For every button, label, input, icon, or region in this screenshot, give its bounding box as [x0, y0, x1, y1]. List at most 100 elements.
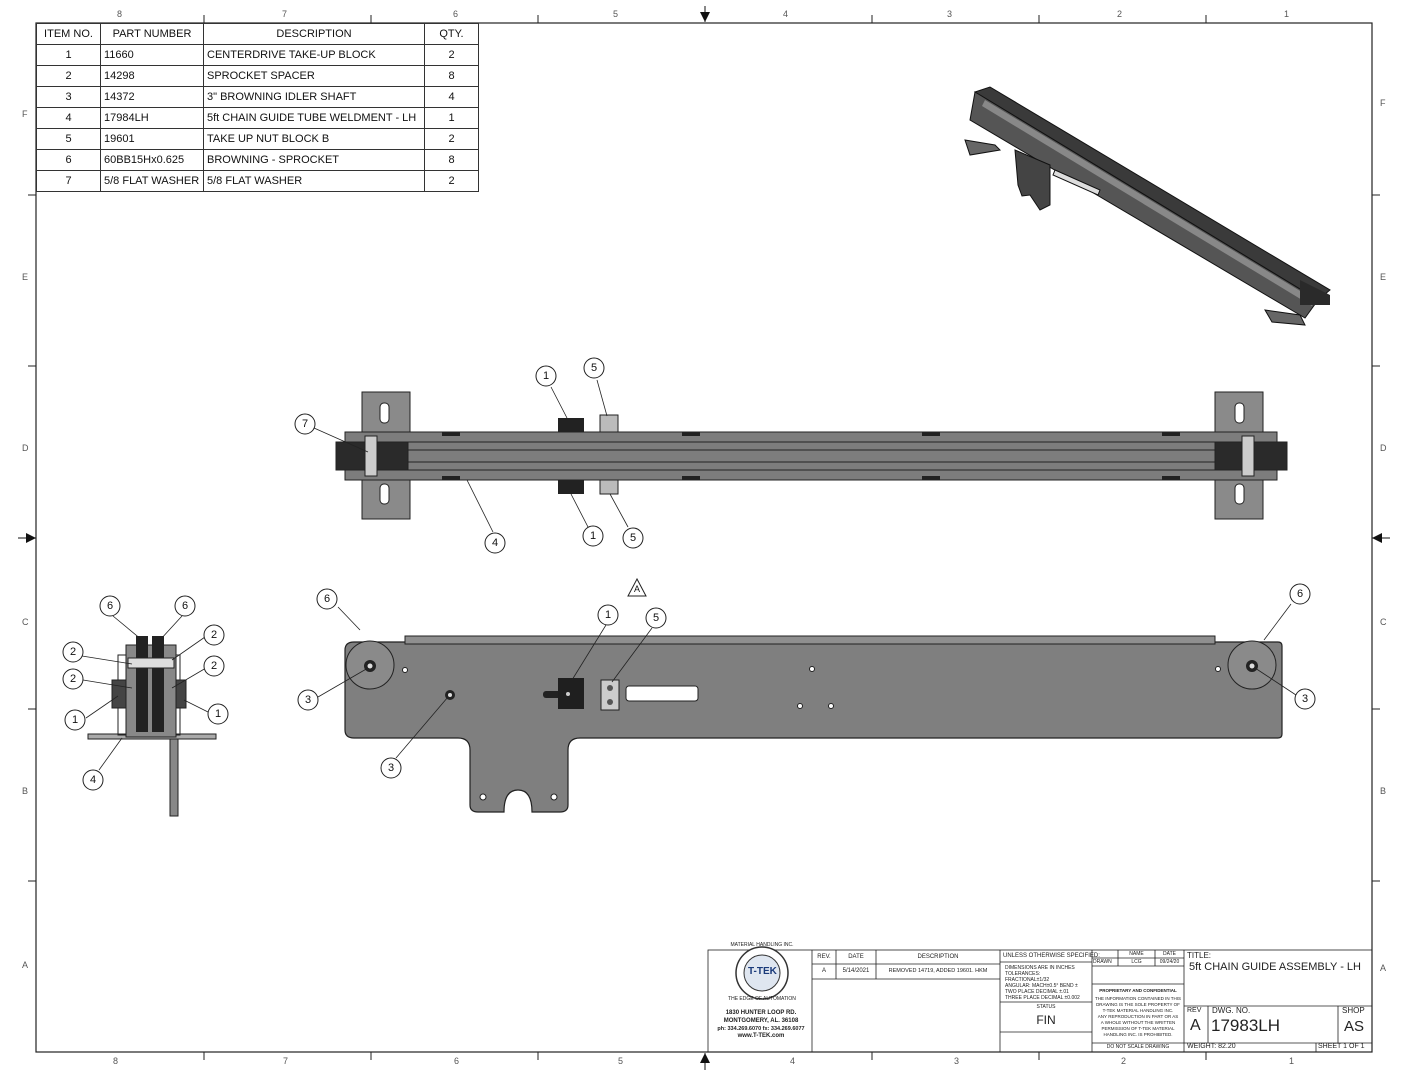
logo-ring-bottom: THE EDGE OF AUTOMATION: [728, 996, 796, 1002]
zone-top-1: 1: [1284, 9, 1290, 19]
zone-ticks: [28, 15, 1380, 1060]
bom-qty: 8: [424, 149, 479, 171]
bom-qty: 2: [424, 44, 479, 66]
proprietary-line-3: T-TEK MATERIAL HANDLING INC.: [1102, 1008, 1174, 1013]
zone-right-d: D: [1380, 443, 1387, 453]
zone-right-c: C: [1380, 617, 1387, 627]
rev-row-rev: A: [821, 968, 826, 974]
weight: WEIGHT: 82.20: [1187, 1043, 1236, 1050]
bom-part: 11660: [100, 44, 204, 66]
balloon-5: 5: [652, 612, 660, 624]
balloon-6: 6: [181, 600, 189, 612]
balloon-1: 1: [214, 708, 222, 720]
zone-top-3: 3: [947, 9, 953, 19]
rev-value: A: [1190, 1017, 1201, 1034]
shop-value: AS: [1344, 1018, 1365, 1035]
zone-top-4: 4: [783, 9, 789, 19]
balloon-4: 4: [491, 537, 499, 549]
bom-header-desc: DESCRIPTION: [203, 23, 425, 45]
zone-right-a: A: [1380, 963, 1387, 973]
desc-col-header: DESCRIPTION: [917, 954, 959, 960]
drawing-number: 17983LH: [1211, 1016, 1281, 1035]
zone-bottom-5: 5: [618, 1056, 624, 1066]
zone-left-a: A: [22, 960, 29, 970]
zone-bottom-4: 4: [790, 1056, 796, 1066]
balloon-5: 5: [629, 532, 637, 544]
website: www.T-TEK.com: [737, 1033, 785, 1039]
rev-marker: A: [633, 584, 640, 594]
balloon-1: 1: [589, 530, 597, 542]
zone-bottom-3: 3: [954, 1056, 960, 1066]
bom-desc: BROWNING - SPROCKET: [203, 149, 425, 171]
bom-qty: 2: [424, 170, 479, 192]
logo-ring-top: MATERIAL HANDLING INC.: [730, 942, 794, 948]
balloon-5: 5: [590, 362, 598, 374]
status-label: STATUS: [1036, 1004, 1056, 1010]
balloon-2: 2: [69, 646, 77, 658]
bom-part: 17984LH: [100, 107, 204, 129]
bom-part: 14372: [100, 86, 204, 108]
bom-header-part: PART NUMBER: [100, 23, 204, 45]
zone-top-6: 6: [453, 9, 459, 19]
proprietary-line-1: THE INFORMATION CONTAINED IN THIS: [1094, 996, 1181, 1001]
bom-desc: 3" BROWNING IDLER SHAFT: [203, 86, 425, 108]
side-view: [87, 636, 217, 817]
bom-item: 6: [36, 149, 101, 171]
name-label: NAME: [1129, 951, 1144, 957]
bom-qty: 1: [424, 107, 479, 129]
bom-part: 60BB15Hx0.625: [100, 149, 204, 171]
zone-left-d: D: [22, 443, 29, 453]
zone-left-b: B: [22, 786, 29, 796]
bom-qty: 4: [424, 86, 479, 108]
bom-desc: TAKE UP NUT BLOCK B: [203, 128, 425, 150]
tolerance-6: THREE PLACE DECIMAL ±0.002: [1005, 995, 1080, 1001]
zone-bottom-6: 6: [454, 1056, 460, 1066]
rev-col-header: REV.: [817, 954, 831, 960]
balloon-3: 3: [387, 762, 395, 774]
tolerance-2: TOLERANCES:: [1005, 971, 1041, 977]
zone-top-5: 5: [613, 9, 619, 19]
proprietary-line-5: A WHOLE WITHOUT THE WRITTEN: [1100, 1020, 1176, 1025]
balloon-circles: [62, 357, 1316, 791]
address-line-1: 1830 HUNTER LOOP RD.: [725, 1010, 797, 1016]
zone-left-e: E: [22, 272, 29, 282]
bom-part: 19601: [100, 128, 204, 150]
tolerance-3: FRACTIONAL±1/32: [1005, 977, 1050, 983]
balloon-7: 7: [301, 418, 309, 430]
proprietary-line-6: PERMISSION OF T-TEK MATERIAL: [1101, 1026, 1175, 1031]
date-label: DATE: [1163, 951, 1176, 957]
rev-row-desc: REMOVED 14719, ADDED 19601. HKM: [888, 968, 988, 974]
tolerance-1: DIMENSIONS ARE IN INCHES: [1005, 965, 1075, 971]
zone-right-f: F: [1380, 98, 1386, 108]
balloon-6: 6: [1296, 588, 1304, 600]
balloon-2: 2: [210, 660, 218, 672]
balloon-1: 1: [71, 714, 79, 726]
zone-bottom-2: 2: [1121, 1056, 1127, 1066]
date-col-header: DATE: [848, 954, 864, 960]
isometric-view: [964, 86, 1331, 326]
sheet-count: SHEET 1 OF 1: [1318, 1043, 1365, 1050]
bom-qty: 2: [424, 128, 479, 150]
zone-left-f: F: [22, 109, 28, 119]
proprietary-line-2: DRAWING IS THE SOLE PROPERTY OF: [1096, 1002, 1180, 1007]
tolerance-5: TWO PLACE DECIMAL ±.01: [1005, 989, 1069, 995]
address-line-2: MONTGOMERY, AL. 36108: [723, 1018, 799, 1024]
rev-label: REV: [1187, 1007, 1202, 1014]
zone-top-2: 2: [1117, 9, 1123, 19]
bom-item: 2: [36, 65, 101, 87]
rev-triangle: [627, 577, 647, 597]
proprietary-title: PROPRIETARY AND CONFIDENTIAL: [1099, 988, 1177, 993]
zone-bottom-7: 7: [283, 1056, 289, 1066]
drawn-date: 09/24/20: [1159, 959, 1180, 965]
title-label: TITLE:: [1187, 951, 1212, 960]
bom-header-qty: QTY.: [424, 23, 479, 45]
zone-right-e: E: [1380, 272, 1387, 282]
zone-left-c: C: [22, 617, 29, 627]
